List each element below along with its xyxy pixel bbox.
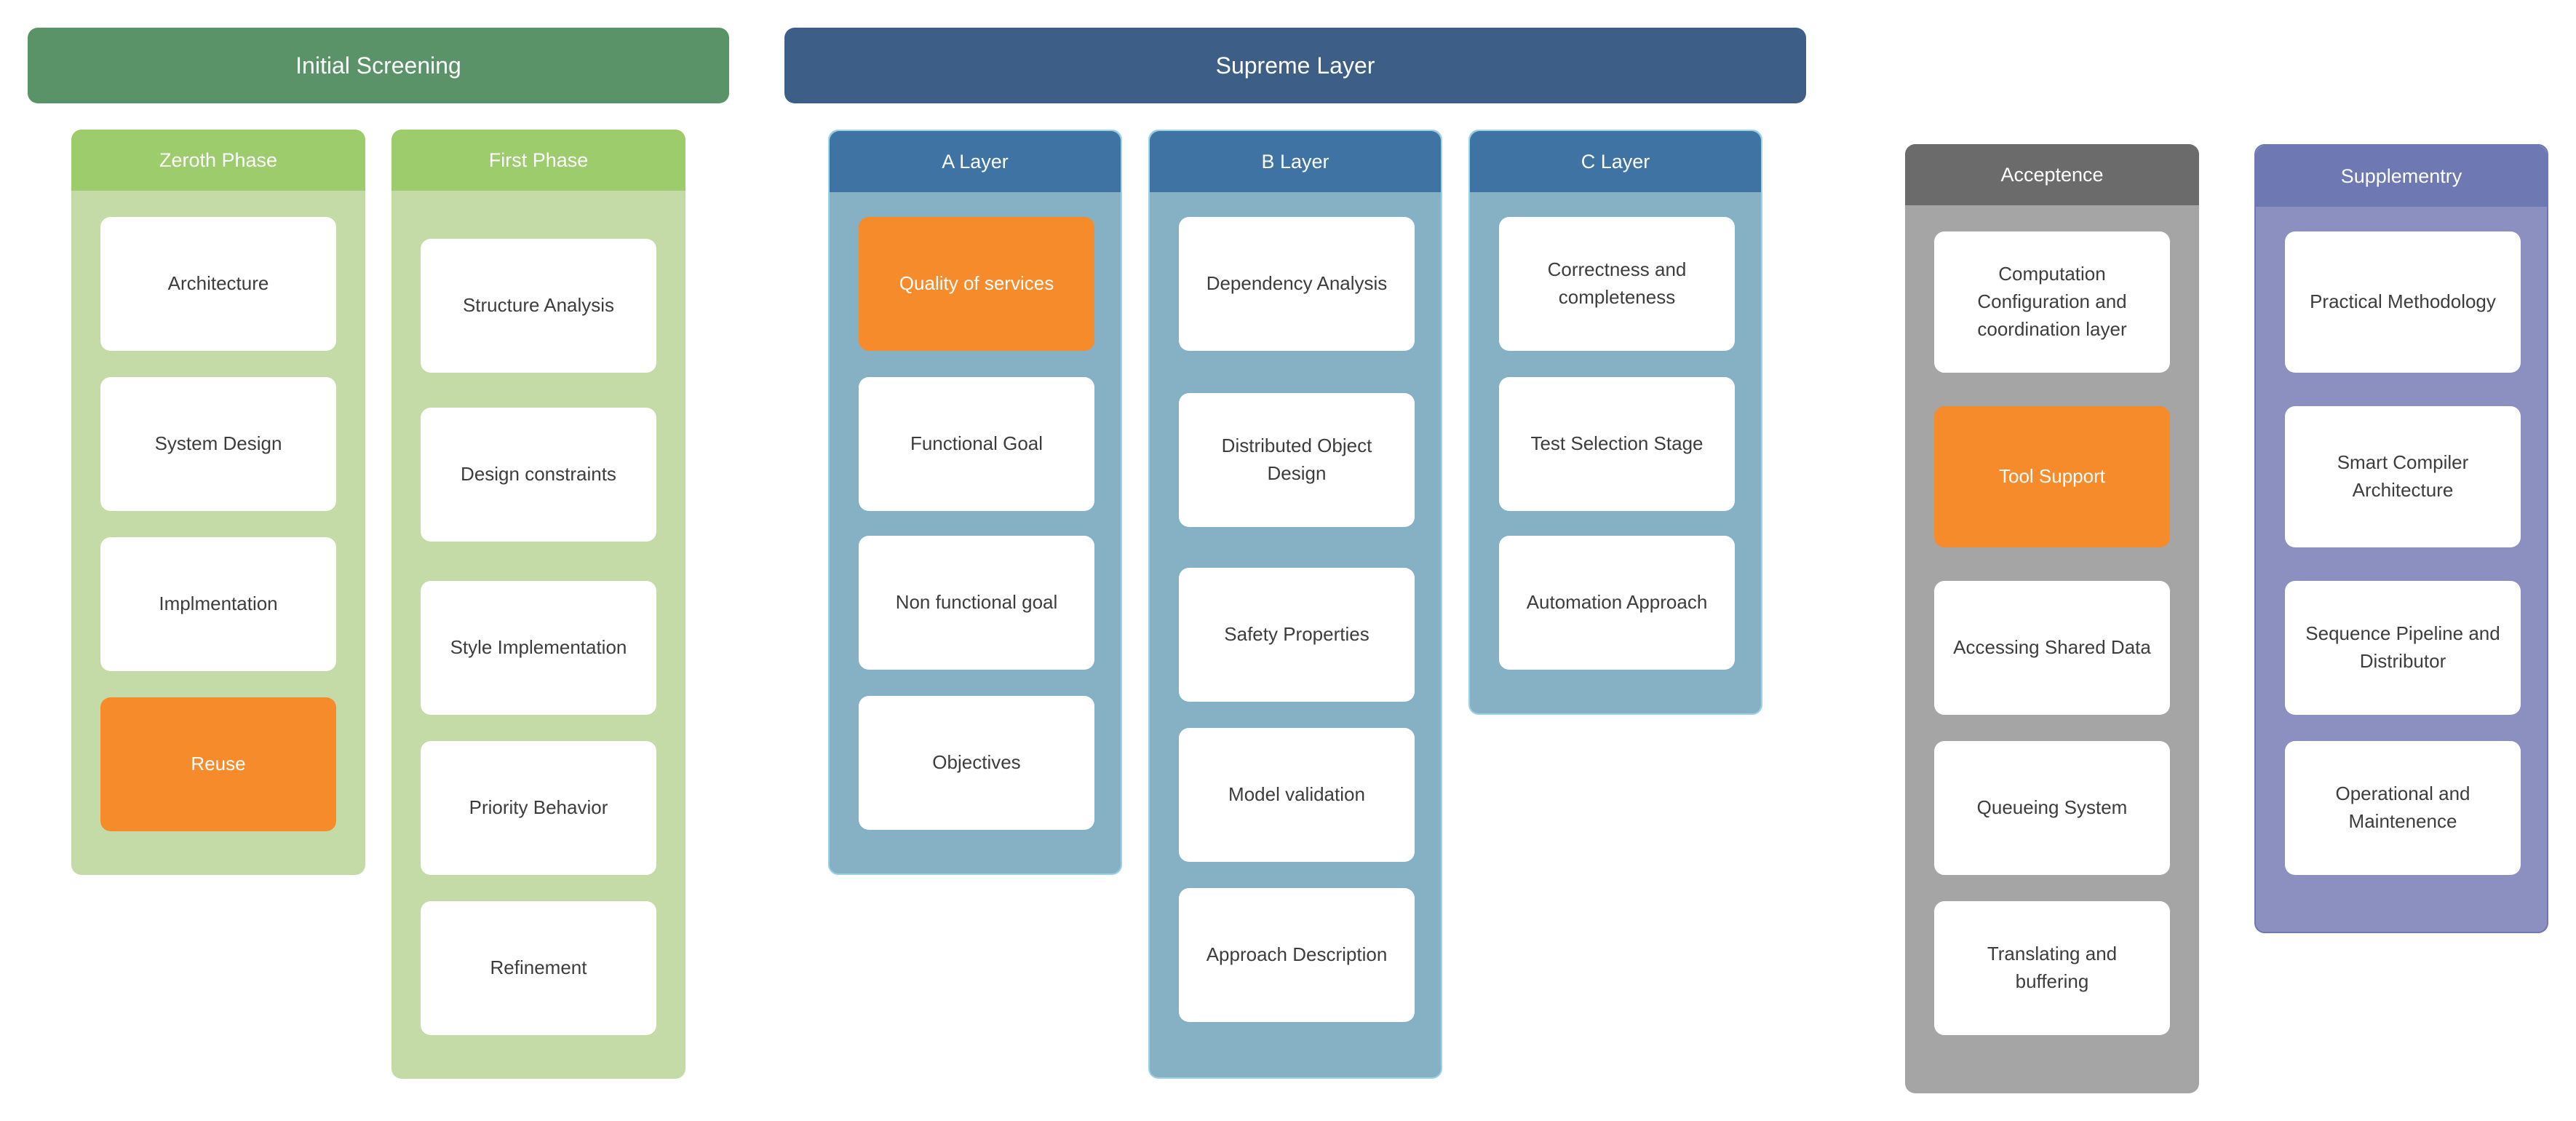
supplementry-card-practical-methodology: Practical Methodology <box>2285 231 2521 373</box>
zeroth-phase-header: Zeroth Phase <box>71 130 365 191</box>
zeroth-card-system-design: System Design <box>100 377 336 511</box>
supreme-layer-banner: Supreme Layer <box>784 28 1806 103</box>
acceptence-card-tool-support: Tool Support <box>1934 406 2170 547</box>
zeroth-card-implementation: Implmentation <box>100 537 336 671</box>
first-card-design-constraints: Design constraints <box>421 408 656 542</box>
b-layer-header: B Layer <box>1150 131 1441 192</box>
first-card-priority-behavior: Priority Behavior <box>421 741 656 875</box>
c-layer-card-automation-approach: Automation Approach <box>1499 536 1735 670</box>
first-card-structure-analysis: Structure Analysis <box>421 239 656 373</box>
b-layer-card-distributed-object-design: Distributed Object Design <box>1179 393 1415 527</box>
first-phase-column: First Phase Structure Analysis Design co… <box>391 130 685 1079</box>
acceptence-column: Acceptence Computation Configuration and… <box>1905 144 2199 1093</box>
acceptence-card-accessing-shared-data: Accessing Shared Data <box>1934 581 2170 715</box>
first-phase-header: First Phase <box>391 130 685 191</box>
initial-screening-banner: Initial Screening <box>28 28 729 103</box>
acceptence-header: Acceptence <box>1905 144 2199 205</box>
b-layer-card-safety-properties: Safety Properties <box>1179 568 1415 702</box>
c-layer-header: C Layer <box>1470 131 1761 192</box>
b-layer-card-model-validation: Model validation <box>1179 728 1415 862</box>
c-layer-card-test-selection-stage: Test Selection Stage <box>1499 377 1735 511</box>
a-layer-column: A Layer Quality of services Functional G… <box>828 130 1122 875</box>
supplementry-card-sequence-pipeline: Sequence Pipeline and Distributor <box>2285 581 2521 715</box>
zeroth-phase-column: Zeroth Phase Architecture System Design … <box>71 130 365 875</box>
b-layer-column: B Layer Dependency Analysis Distributed … <box>1148 130 1442 1079</box>
c-layer-column: C Layer Correctness and completeness Tes… <box>1468 130 1762 715</box>
a-layer-card-non-functional-goal: Non functional goal <box>859 536 1094 670</box>
a-layer-header: A Layer <box>830 131 1121 192</box>
a-layer-card-functional-goal: Functional Goal <box>859 377 1094 511</box>
supplementry-card-operational-and-maintenence: Operational and Maintenence <box>2285 741 2521 875</box>
b-layer-card-approach-description: Approach Description <box>1179 888 1415 1022</box>
zeroth-card-architecture: Architecture <box>100 217 336 351</box>
acceptence-card-queueing-system: Queueing System <box>1934 741 2170 875</box>
first-card-refinement: Refinement <box>421 901 656 1035</box>
a-layer-card-quality-of-services: Quality of services <box>859 217 1094 351</box>
acceptence-card-computation-configuration: Computation Configuration and coordinati… <box>1934 231 2170 373</box>
b-layer-card-dependency-analysis: Dependency Analysis <box>1179 217 1415 351</box>
a-layer-card-objectives: Objectives <box>859 696 1094 830</box>
c-layer-card-correctness-and-completeness: Correctness and completeness <box>1499 217 1735 351</box>
acceptence-card-translating-and-buffering: Translating and buffering <box>1934 901 2170 1035</box>
first-card-style-implementation: Style Implementation <box>421 581 656 715</box>
supplementry-header: Supplementry <box>2256 146 2547 207</box>
supplementry-column: Supplementry Practical Methodology Smart… <box>2254 144 2548 933</box>
zeroth-card-reuse: Reuse <box>100 697 336 831</box>
supplementry-card-smart-compiler-architecture: Smart Compiler Architecture <box>2285 406 2521 547</box>
